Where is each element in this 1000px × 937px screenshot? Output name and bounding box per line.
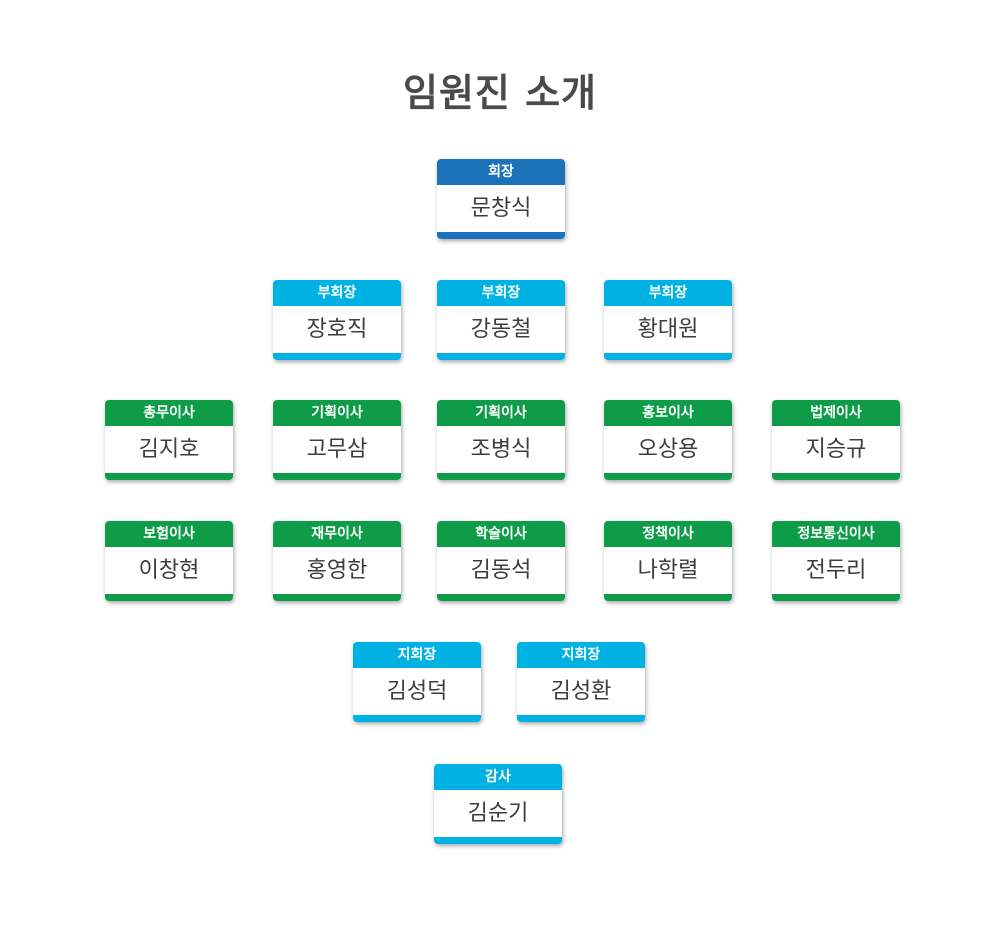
card-accent-bar xyxy=(273,594,401,601)
card-accent-bar xyxy=(437,594,565,601)
member-role: 기획이사 xyxy=(273,400,401,426)
card-accent-bar xyxy=(353,715,481,722)
member-name: 황대원 xyxy=(637,317,699,342)
member-name: 장호직 xyxy=(306,317,368,342)
card-accent-bar xyxy=(437,473,565,480)
card-accent-bar xyxy=(604,473,732,480)
member-name: 조병식 xyxy=(470,437,532,462)
member-role: 홍보이사 xyxy=(604,400,732,426)
member-card-director-general: 총무이사 김지호 xyxy=(105,400,233,480)
member-name: 이창현 xyxy=(138,558,200,583)
member-name: 전두리 xyxy=(805,558,867,583)
member-name: 나학렬 xyxy=(637,558,699,583)
member-card-vice-president-3: 부회장 황대원 xyxy=(604,280,732,360)
member-name: 김순기 xyxy=(467,801,529,826)
member-card-director-ict: 정보통신이사 전두리 xyxy=(772,521,900,601)
member-role: 정보통신이사 xyxy=(772,521,900,547)
card-accent-bar xyxy=(434,837,562,844)
card-accent-bar xyxy=(273,353,401,360)
member-role: 총무이사 xyxy=(105,400,233,426)
member-card-president: 회장 문창식 xyxy=(437,159,565,239)
member-role: 학술이사 xyxy=(437,521,565,547)
member-card-vice-president-1: 부회장 장호직 xyxy=(273,280,401,360)
member-name: 지승규 xyxy=(805,437,867,462)
member-name: 홍영한 xyxy=(306,558,368,583)
member-card-branch-head-1: 지회장 김성덕 xyxy=(353,642,481,722)
card-accent-bar xyxy=(517,715,645,722)
member-role: 보험이사 xyxy=(105,521,233,547)
member-name: 김성환 xyxy=(550,679,612,704)
member-role: 감사 xyxy=(434,764,562,790)
member-card-director-academic: 학술이사 김동석 xyxy=(437,521,565,601)
member-name: 문창식 xyxy=(470,196,532,221)
card-accent-bar xyxy=(105,473,233,480)
member-card-director-pr: 홍보이사 오상용 xyxy=(604,400,732,480)
member-name: 김동석 xyxy=(470,558,532,583)
member-card-director-planning-1: 기획이사 고무삼 xyxy=(273,400,401,480)
member-role: 기획이사 xyxy=(437,400,565,426)
member-card-director-policy: 정책이사 나학렬 xyxy=(604,521,732,601)
card-accent-bar xyxy=(437,353,565,360)
card-accent-bar xyxy=(273,473,401,480)
member-card-director-finance: 재무이사 홍영한 xyxy=(273,521,401,601)
member-role: 부회장 xyxy=(437,280,565,306)
member-role: 회장 xyxy=(437,159,565,185)
member-name: 오상용 xyxy=(637,437,699,462)
member-card-auditor: 감사 김순기 xyxy=(434,764,562,844)
member-card-branch-head-2: 지회장 김성환 xyxy=(517,642,645,722)
member-role: 부회장 xyxy=(604,280,732,306)
member-card-director-planning-2: 기획이사 조병식 xyxy=(437,400,565,480)
member-role: 지회장 xyxy=(517,642,645,668)
member-role: 재무이사 xyxy=(273,521,401,547)
member-role: 정책이사 xyxy=(604,521,732,547)
member-role: 지회장 xyxy=(353,642,481,668)
member-name: 김성덕 xyxy=(386,679,448,704)
card-accent-bar xyxy=(772,473,900,480)
member-name: 고무삼 xyxy=(306,437,368,462)
card-accent-bar xyxy=(604,594,732,601)
member-card-director-legal: 법제이사 지승규 xyxy=(772,400,900,480)
card-accent-bar xyxy=(604,353,732,360)
member-role: 법제이사 xyxy=(772,400,900,426)
card-accent-bar xyxy=(437,232,565,239)
member-card-vice-president-2: 부회장 강동철 xyxy=(437,280,565,360)
page-title: 임원진 소개 xyxy=(402,71,598,115)
card-accent-bar xyxy=(772,594,900,601)
member-role: 부회장 xyxy=(273,280,401,306)
member-card-director-insurance: 보험이사 이창현 xyxy=(105,521,233,601)
member-name: 김지호 xyxy=(138,437,200,462)
card-accent-bar xyxy=(105,594,233,601)
member-name: 강동철 xyxy=(470,317,532,342)
